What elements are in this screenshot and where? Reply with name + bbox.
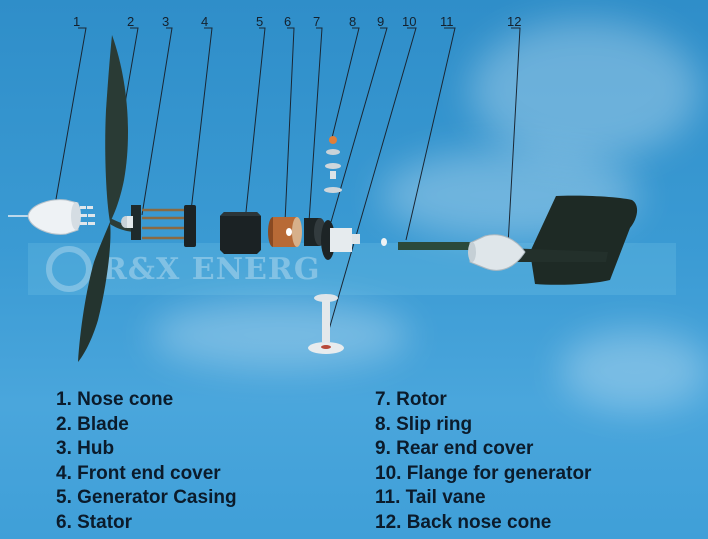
rear-end-cover-part — [321, 220, 360, 260]
leader-line-12 — [507, 27, 521, 246]
legend-item-rear-end-cover: 9. Rear end cover — [375, 438, 534, 459]
callout-8: 8 — [349, 14, 357, 29]
legend-item-slip-ring: 8. Slip ring — [375, 413, 473, 435]
legend-item-tail-vane: 11. Tail vane — [375, 487, 486, 508]
leader-line-8 — [330, 27, 360, 143]
legend-item-blade: 2. Blade — [56, 413, 129, 435]
legend-item-hub: 3. Hub — [56, 438, 115, 459]
watermark-logo-icon — [46, 246, 92, 292]
leader-line-1 — [54, 27, 87, 206]
callout-4: 4 — [201, 14, 209, 29]
leader-line-3 — [141, 27, 173, 216]
back-nose-cone-part — [468, 234, 526, 271]
cloud — [560, 330, 708, 410]
slip-ring-part — [324, 136, 342, 193]
leader-line-7 — [308, 27, 323, 223]
washer-part — [381, 238, 387, 246]
cloud — [470, 20, 700, 160]
blade-part — [78, 35, 136, 362]
callout-10: 10 — [402, 14, 417, 29]
legend-item-stator: 6. Stator — [56, 511, 133, 533]
nose-cone-part — [8, 199, 81, 235]
callout-9: 9 — [377, 14, 385, 29]
legend-item-rotor: 7. Rotor — [375, 389, 447, 410]
tail-vane-part — [398, 195, 638, 285]
leader-line-10 — [325, 27, 417, 341]
leader-line-5 — [245, 27, 266, 213]
leader-line-4 — [189, 27, 213, 221]
legend-item-nose-cone: 1. Nose cone — [56, 389, 174, 410]
flange-part — [308, 294, 344, 354]
callout-3: 3 — [162, 14, 170, 29]
callout-12: 12 — [507, 14, 522, 29]
callout-1: 1 — [73, 14, 81, 29]
leader-lines — [54, 27, 521, 341]
generator-casing-part — [220, 212, 261, 254]
leader-line-9 — [330, 27, 388, 223]
legend-item-flange: 10. Flange for generator — [375, 462, 592, 484]
callout-6: 6 — [284, 14, 292, 29]
legend-item-generator-casing: 5. Generator Casing — [56, 487, 237, 508]
leader-line-11 — [405, 27, 456, 241]
callout-2: 2 — [127, 14, 135, 29]
legend-left-column: 1. Nose cone 2. Blade 3. Hub 4. Front en… — [56, 388, 237, 535]
bolts-part — [80, 206, 95, 225]
front-end-cover-part — [142, 205, 196, 247]
leader-line-6 — [284, 27, 295, 223]
callout-5: 5 — [256, 14, 264, 29]
callout-11: 11 — [440, 14, 454, 29]
hub-part — [121, 205, 141, 240]
cloud — [150, 300, 410, 370]
legend-item-front-end-cover: 4. Front end cover — [56, 462, 221, 484]
stator-part — [268, 217, 302, 247]
callout-7: 7 — [313, 14, 321, 29]
legend-right-column: 7. Rotor 8. Slip ring 9. Rear end cover … — [375, 388, 591, 535]
watermark-text: R&X ENERG — [102, 252, 321, 287]
legend-item-back-nose-cone: 12. Back nose cone — [375, 511, 552, 533]
